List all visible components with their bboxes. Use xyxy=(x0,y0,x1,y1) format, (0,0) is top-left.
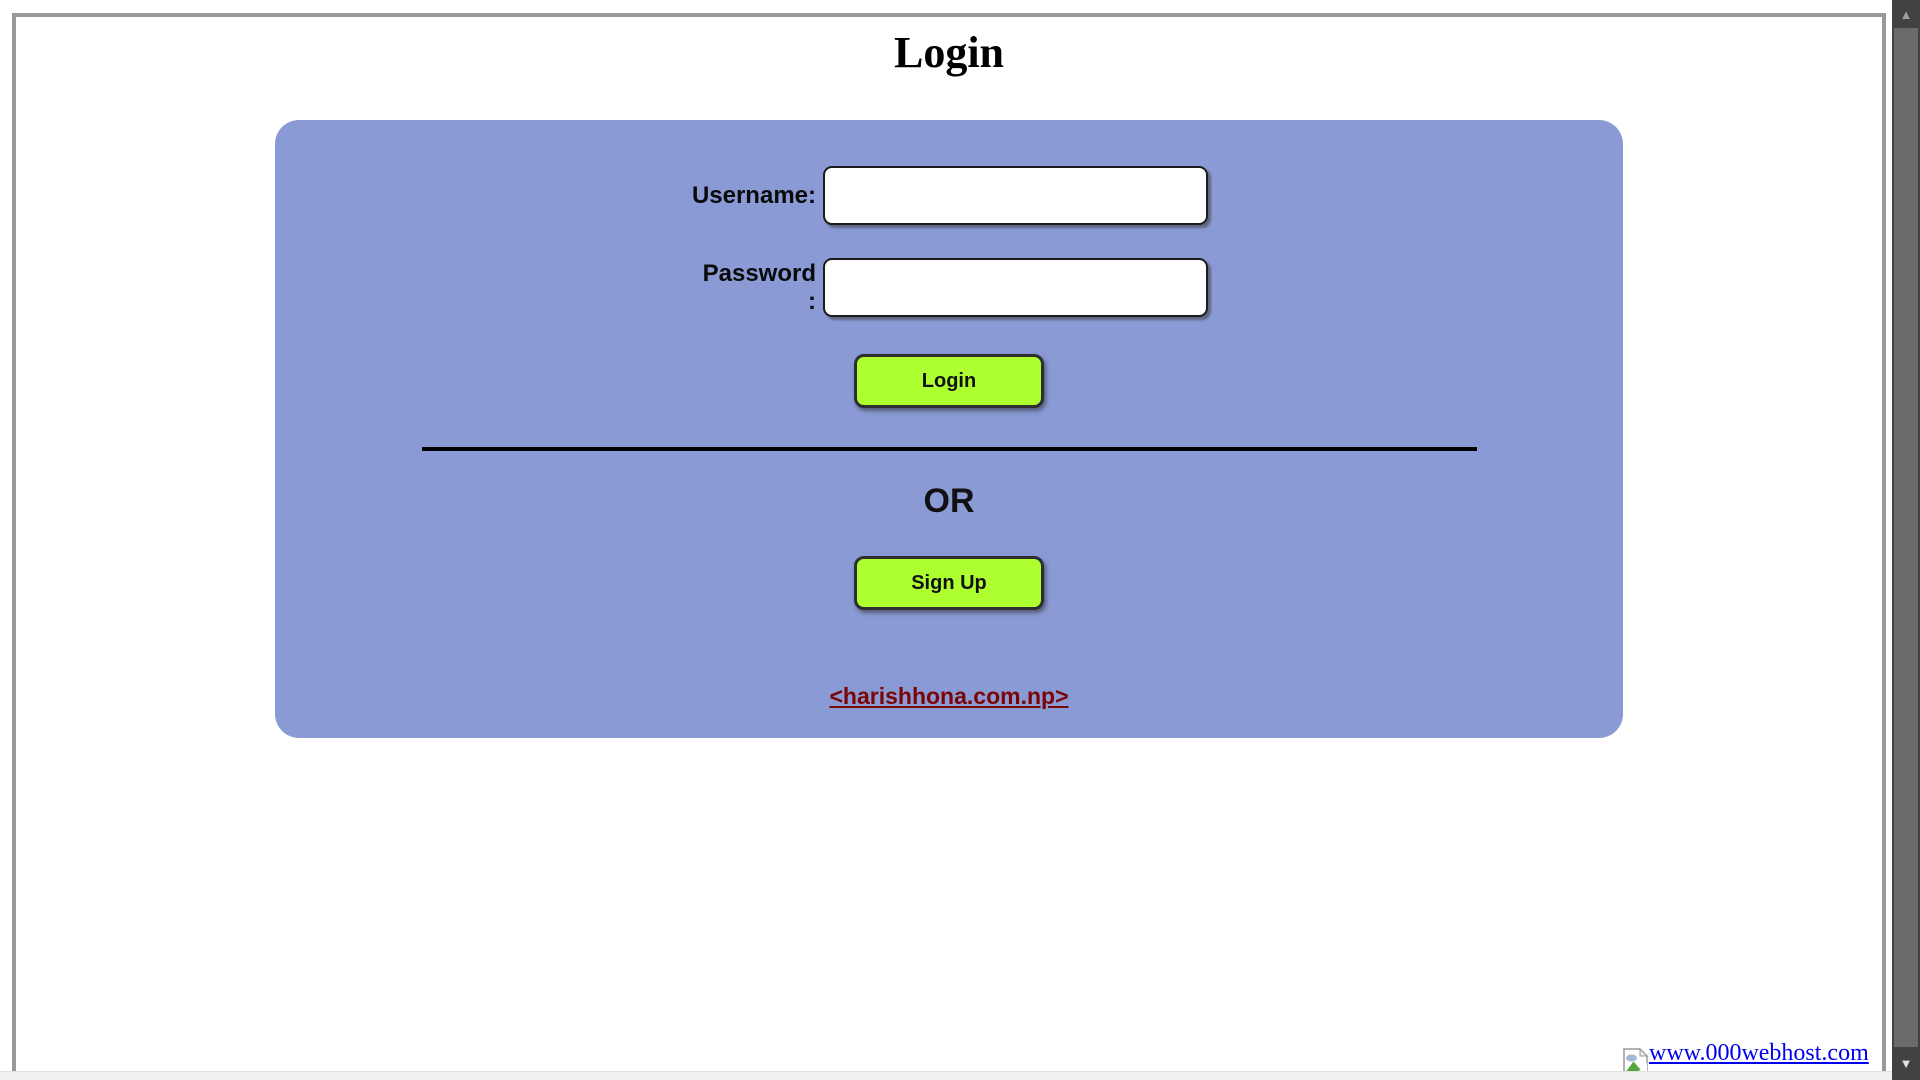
username-label: Username: xyxy=(691,181,816,209)
vertical-scrollbar[interactable]: ▲ ▼ xyxy=(1892,0,1920,1080)
scroll-down-arrow-icon[interactable]: ▼ xyxy=(1899,1056,1913,1071)
bottom-edge-strip xyxy=(0,1071,1892,1080)
page-title: Login xyxy=(893,28,1005,77)
or-label: OR xyxy=(923,482,975,520)
password-row: Password : xyxy=(275,258,1623,317)
site-link[interactable]: <harishhona.com.np> xyxy=(829,683,1069,709)
scrollbar-thumb[interactable] xyxy=(1894,28,1918,1047)
signup-button[interactable]: Sign Up xyxy=(854,556,1044,610)
divider-line xyxy=(421,447,1477,451)
scroll-up-arrow-icon[interactable]: ▲ xyxy=(1899,6,1913,22)
username-row: Username: xyxy=(275,166,1623,225)
host-link[interactable]: www.000webhost.com xyxy=(1649,1040,1869,1066)
username-input[interactable] xyxy=(823,166,1208,225)
content-frame: Login Username: Password : Login OR Sign… xyxy=(12,13,1886,1071)
site-link-wrap: <harishhona.com.np> xyxy=(275,681,1623,715)
login-button[interactable]: Login xyxy=(854,354,1044,408)
password-label: Password : xyxy=(702,259,816,315)
host-footer-link[interactable]: www.000webhost.com xyxy=(1623,1040,1869,1080)
login-panel: Username: Password : Login OR Sign Up <h… xyxy=(275,120,1623,738)
password-input[interactable] xyxy=(823,258,1208,317)
